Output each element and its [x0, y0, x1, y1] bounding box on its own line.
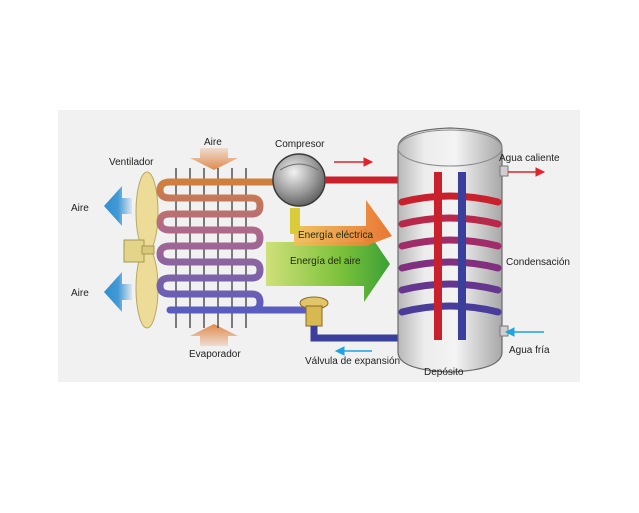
cold-pipe — [310, 326, 438, 342]
fan-hub — [141, 245, 155, 255]
cold-water-arrow-icon — [504, 327, 544, 337]
label-hot-water: Agua caliente — [499, 153, 560, 164]
label-evaporator: Evaporador — [189, 349, 241, 360]
air-arrow-bottom-icon — [190, 324, 238, 346]
tank — [397, 127, 509, 373]
air-arrow-left-top-icon — [104, 186, 132, 226]
cold-water-port — [499, 325, 509, 337]
fan — [123, 171, 159, 329]
compressor-detail — [279, 163, 319, 171]
label-expansion-valve: Válvula de expansión — [305, 356, 401, 367]
label-air-left-top: Aire — [71, 203, 89, 214]
label-tank: Depósito — [424, 367, 464, 378]
label-air-top: Aire — [204, 137, 222, 148]
condenser-coils — [398, 192, 502, 316]
label-cold-water: Agua fría — [509, 345, 550, 356]
label-electric-energy: Energía eléctrica — [298, 230, 374, 241]
hot-water-arrow-icon — [508, 167, 546, 177]
expansion-valve-icon — [299, 296, 329, 327]
compressor-icon — [272, 153, 326, 207]
air-arrow-left-bottom-icon — [104, 272, 132, 312]
fan-motor — [123, 239, 145, 263]
air-arrow-top-icon — [190, 148, 238, 170]
evaporator-coil — [156, 178, 276, 314]
label-condensation: Condensación — [506, 257, 570, 268]
label-fan: Ventilador — [109, 157, 154, 168]
hot-water-port — [499, 165, 509, 177]
label-air-energy: Energía del aire — [290, 256, 361, 267]
electric-energy-arrow-icon — [294, 200, 392, 246]
electric-stub — [290, 208, 300, 234]
label-compressor: Compresor — [275, 139, 325, 150]
expansion-arrow-icon — [334, 346, 372, 356]
flow-arrow-compressor-icon — [334, 157, 374, 167]
label-air-left-bottom: Aire — [71, 288, 89, 299]
